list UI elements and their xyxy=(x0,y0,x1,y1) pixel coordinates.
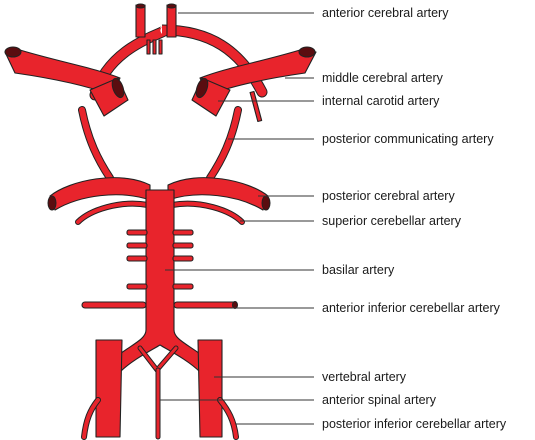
label-basilar-artery: basilar artery xyxy=(322,263,395,277)
label-vertebral-artery: vertebral artery xyxy=(322,370,407,384)
label-middle-cerebral-artery: middle cerebral artery xyxy=(322,71,444,85)
pontine-branches xyxy=(126,229,194,290)
label-anterior-inferior-cerebellar-artery: anterior inferior cerebellar artery xyxy=(322,301,501,315)
label-anterior-spinal-artery: anterior spinal artery xyxy=(322,393,437,407)
leader-lines xyxy=(160,12,314,425)
label-posterior-communicating-artery: posterior communicating artery xyxy=(322,132,494,146)
middle-cerebral-artery-left xyxy=(4,46,129,117)
label-internal-carotid-artery: internal carotid artery xyxy=(322,94,440,108)
label-posterior-inferior-cerebellar-artery: posterior inferior cerebellar artery xyxy=(322,417,507,431)
anterior-inferior-cerebellar-arteries xyxy=(81,301,238,309)
label-posterior-cerebral-artery: posterior cerebral artery xyxy=(322,189,455,203)
labels: anterior cerebral artery middle cerebral… xyxy=(322,6,507,431)
artery-network xyxy=(4,3,317,440)
posterior-communicating-arteries xyxy=(78,106,242,182)
anterior-arch xyxy=(89,24,268,101)
anterior-spinal-artery xyxy=(137,345,179,440)
label-superior-cerebellar-artery: superior cerebellar artery xyxy=(322,214,462,228)
vertebral-arteries xyxy=(95,339,223,438)
label-anterior-cerebral-artery: anterior cerebral artery xyxy=(322,6,449,20)
superior-cerebellar-arteries xyxy=(75,200,245,225)
middle-cerebral-artery-right xyxy=(191,46,317,123)
posterior-inferior-cerebellar-arteries xyxy=(81,397,239,440)
basilar-trunk xyxy=(111,189,209,373)
anterior-cerebral-arteries xyxy=(135,3,177,55)
